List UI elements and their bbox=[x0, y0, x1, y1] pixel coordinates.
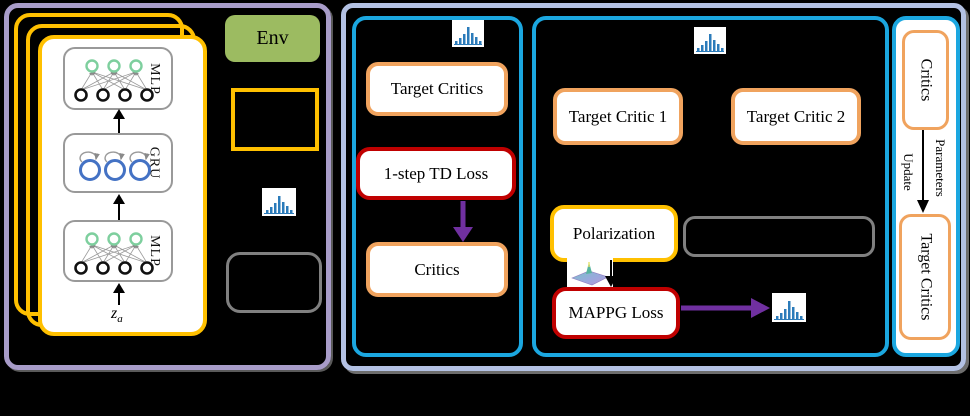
update-target-critics-label: Target Critics bbox=[917, 233, 935, 321]
target-critic-2-label: Target Critic 2 bbox=[746, 106, 846, 126]
td-loss-box: 1-step TD Loss bbox=[356, 147, 516, 200]
mlp-bottom-box: MLP bbox=[63, 220, 173, 282]
histogram-icon bbox=[694, 27, 726, 54]
mappg-output-arrow bbox=[681, 298, 770, 318]
critics-box: Critics bbox=[366, 242, 508, 297]
histogram-icon bbox=[772, 293, 806, 322]
input-arrow bbox=[113, 283, 125, 305]
mlp-network-icon bbox=[74, 232, 154, 275]
update-label: Update bbox=[901, 153, 916, 191]
update-critics-box: Critics bbox=[902, 30, 949, 130]
gru-to-mlp-arrow bbox=[113, 109, 125, 133]
mlp-bottom-label: MLP bbox=[147, 235, 163, 267]
mlp-network-icon bbox=[74, 59, 154, 102]
gru-box: GRU bbox=[63, 133, 173, 193]
parameters-update-arrow bbox=[917, 130, 929, 213]
target-critics-label: Target Critics bbox=[390, 79, 484, 98]
mappg-panel bbox=[532, 16, 889, 357]
surface-plot-icon bbox=[567, 258, 613, 288]
target-critic-1-box: Target Critic 1 bbox=[553, 88, 683, 145]
gru-label: GRU bbox=[146, 146, 162, 180]
histogram-icon bbox=[452, 20, 484, 47]
update-critics-label: Critics bbox=[917, 58, 935, 102]
mixer-placeholder-rect bbox=[226, 252, 322, 313]
replay-buffer-rect bbox=[231, 88, 319, 151]
target-critic-2-box: Target Critic 2 bbox=[731, 88, 861, 145]
learning-panel-frame bbox=[341, 3, 966, 371]
mlp-to-gru-arrow bbox=[113, 194, 125, 220]
target-critic-1-label: Target Critic 1 bbox=[568, 106, 668, 126]
polarization-to-mappg-arrow bbox=[605, 260, 617, 287]
critics-label: Critics bbox=[414, 259, 460, 279]
polarization-label: Polarization bbox=[572, 223, 656, 243]
mappg-loss-box: MAPPG Loss bbox=[552, 287, 680, 339]
operator-placeholder-rect bbox=[683, 216, 875, 257]
mappg-loss-label: MAPPG Loss bbox=[568, 303, 664, 322]
td-to-critics-arrow bbox=[453, 201, 473, 242]
td-loss-panel bbox=[352, 16, 523, 357]
input-symbol: za bbox=[111, 305, 123, 326]
env-box: Env bbox=[225, 15, 320, 62]
update-target-critics-box: Target Critics bbox=[899, 214, 951, 340]
histogram-icon bbox=[262, 188, 296, 216]
parameters-label: Parameters bbox=[933, 139, 948, 197]
mlp-top-box: MLP bbox=[63, 47, 173, 110]
gru-cells-icon bbox=[79, 151, 151, 181]
env-label: Env bbox=[256, 27, 289, 49]
polarization-box: Polarization bbox=[550, 205, 678, 262]
mlp-top-label: MLP bbox=[147, 62, 163, 95]
target-critics-box: Target Critics bbox=[366, 62, 508, 116]
agent-panel-frame bbox=[4, 3, 331, 370]
td-loss-label: 1-step TD Loss bbox=[383, 163, 489, 183]
